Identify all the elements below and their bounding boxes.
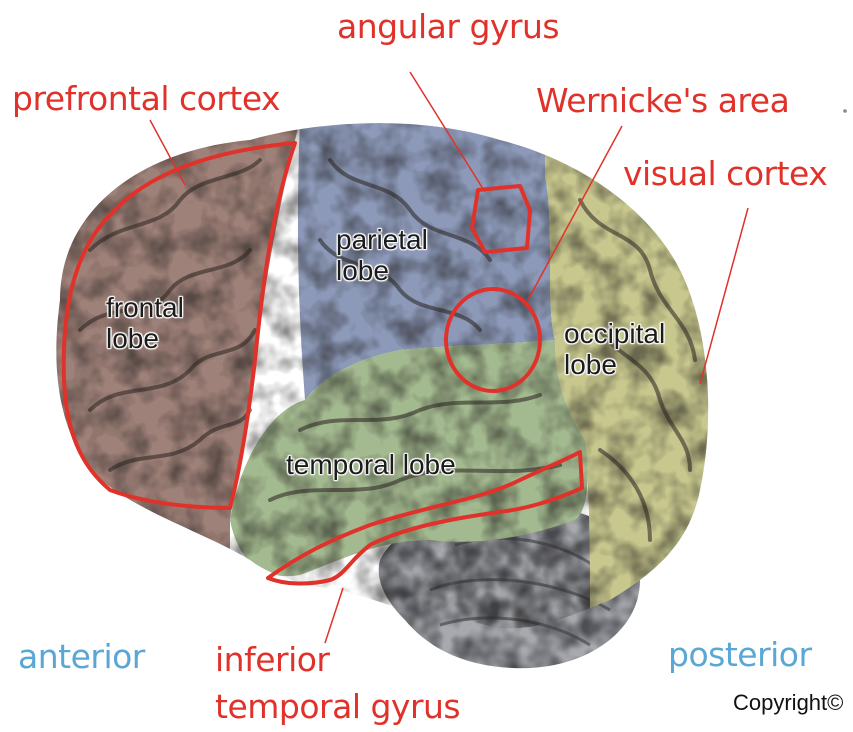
- parietal-lobe-label: parietal lobe: [336, 224, 428, 287]
- posterior-label: posterior: [668, 638, 812, 671]
- temporal-lobe-label: temporal lobe: [286, 449, 456, 480]
- occipital-lobe-label-line2: lobe: [564, 349, 665, 380]
- prefrontal-cortex-label: prefrontal cortex: [12, 82, 280, 115]
- angular-gyrus-label: angular gyrus: [337, 10, 559, 43]
- visual-cortex-label: visual cortex: [623, 157, 827, 190]
- visual-cortex-leader: [700, 208, 748, 384]
- copyright-text: Copyright©: [733, 692, 843, 714]
- frontal-lobe-label-line1: frontal: [106, 292, 184, 323]
- occipital-lobe-label: occipital lobe: [564, 318, 665, 381]
- anterior-label: anterior: [18, 640, 145, 673]
- inferior-temporal-gyrus-label-line2: temporal gyrus: [215, 690, 460, 723]
- parietal-lobe-label-line2: lobe: [336, 255, 428, 286]
- inferior-temporal-leader: [325, 588, 343, 643]
- stray-dot: [843, 109, 847, 113]
- frontal-lobe-label-line2: lobe: [106, 323, 184, 354]
- frontal-lobe-label: frontal lobe: [106, 292, 184, 355]
- wernickes-area-label: Wernicke's area: [536, 84, 789, 117]
- occipital-lobe-label-line1: occipital: [564, 318, 665, 349]
- inferior-temporal-gyrus-label-line1: inferior: [215, 643, 330, 676]
- parietal-lobe-label-line1: parietal: [336, 224, 428, 255]
